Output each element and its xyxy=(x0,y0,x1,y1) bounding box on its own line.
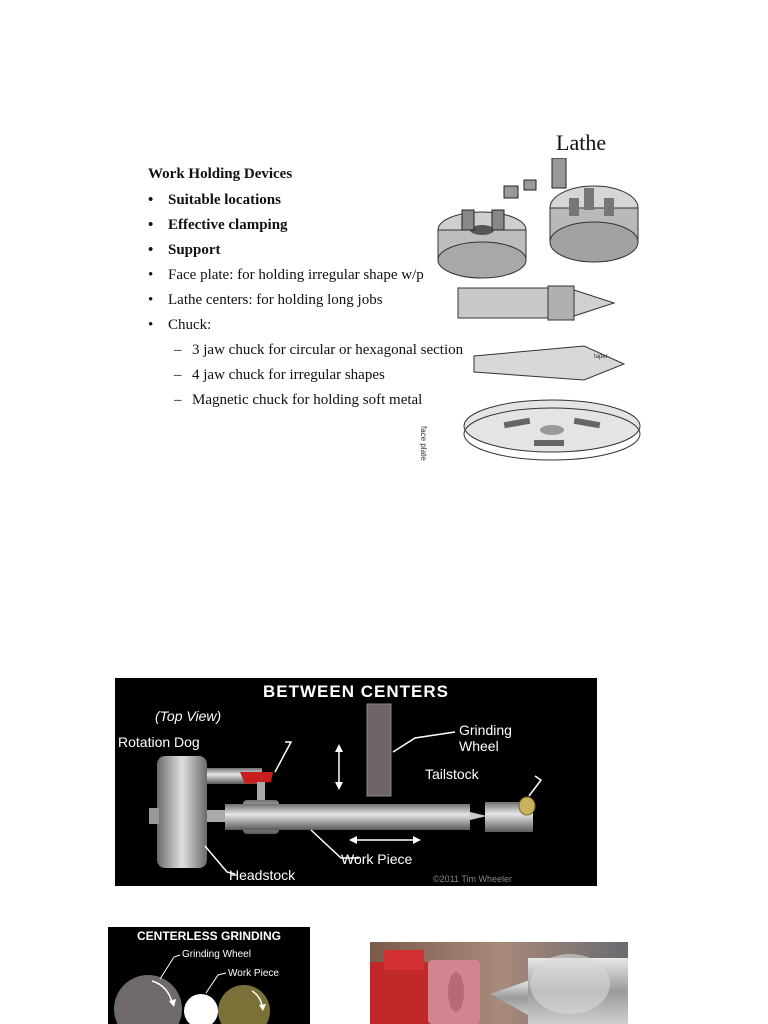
dead-center-drawing: taper xyxy=(473,345,626,381)
rotation-dog-label: Rotation Dog xyxy=(118,734,200,750)
sub-bullet-item: –4 jaw chuck for irregular shapes xyxy=(174,367,385,383)
tailstock-label: Tailstock xyxy=(425,766,479,782)
bullet-item: Face plate: for holding irregular shape … xyxy=(148,264,508,289)
bullet-item: Suitable locations xyxy=(148,189,508,214)
headstock-disc xyxy=(157,756,207,868)
grinding-wheel-label-line1: Grinding xyxy=(459,722,512,738)
top-view-label: (Top View) xyxy=(155,708,222,724)
face-plate-drawing xyxy=(463,399,641,461)
bullet-list-block: Work Holding Devices Suitable locations … xyxy=(148,166,508,414)
lathe-accessories-figure: taper face plate xyxy=(419,158,644,468)
tailstock-tip xyxy=(518,796,536,816)
rotation-dog xyxy=(240,772,273,784)
bullet-item: Chuck: xyxy=(148,314,508,339)
bullet-item: Support xyxy=(148,239,508,264)
sub-bullet-text: Magnetic chuck for holding soft metal xyxy=(192,392,423,408)
between-centers-diagram: BETWEEN CENTERS (Top View) Rotation Dog … xyxy=(115,678,597,886)
sub-bullet-text: 3 jaw chuck for circular or hexagonal se… xyxy=(192,342,464,358)
svg-text:taper: taper xyxy=(594,354,608,360)
bullet-item: Effective clamping xyxy=(148,214,508,239)
work-piece xyxy=(225,804,470,830)
centerless-work-piece-label: Work Piece xyxy=(228,968,279,979)
centerless-grinding-drawing xyxy=(114,954,270,1024)
four-jaw-chuck-drawing xyxy=(549,158,639,263)
centerless-title: CENTERLESS GRINDING xyxy=(136,929,281,943)
work-piece-label: Work Piece xyxy=(341,851,413,867)
centerless-grinding-diagram: CENTERLESS GRINDING Grinding Wheel Work … xyxy=(108,927,310,1024)
grinding-wheel xyxy=(366,703,392,797)
section-heading: Work Holding Devices xyxy=(148,166,293,182)
three-jaw-chuck-drawing xyxy=(437,179,537,279)
sub-bullet-item: –Magnetic chuck for holding soft metal xyxy=(174,392,423,408)
sub-bullet-text: 4 jaw chuck for irregular shapes xyxy=(192,367,385,383)
slide-title: Lathe xyxy=(556,130,607,155)
grinder-photo xyxy=(370,942,628,1024)
between-centers-drawing xyxy=(149,703,543,875)
bullet-list: Suitable locations Effective clamping Su… xyxy=(148,189,508,414)
credit-label: ©2011 Tim Wheeler xyxy=(433,874,512,884)
between-centers-title: BETWEEN CENTERS xyxy=(263,682,449,701)
work-piece-circle xyxy=(184,994,218,1024)
lathe-accessories-drawing: taper xyxy=(437,158,641,461)
bullet-item: Lathe centers: for holding long jobs xyxy=(148,289,508,314)
face-plate-label: face plate xyxy=(419,426,428,461)
lathe-center-drawing xyxy=(457,285,616,321)
sub-bullet-item: –3 jaw chuck for circular or hexagonal s… xyxy=(174,342,464,358)
grinder-photo-drawing xyxy=(370,942,628,1024)
headstock-label: Headstock xyxy=(229,867,296,883)
grinding-wheel-label-line2: Wheel xyxy=(459,738,499,754)
grinding-wheel-circle xyxy=(114,975,182,1024)
centerless-grinding-wheel-label: Grinding Wheel xyxy=(182,949,251,960)
